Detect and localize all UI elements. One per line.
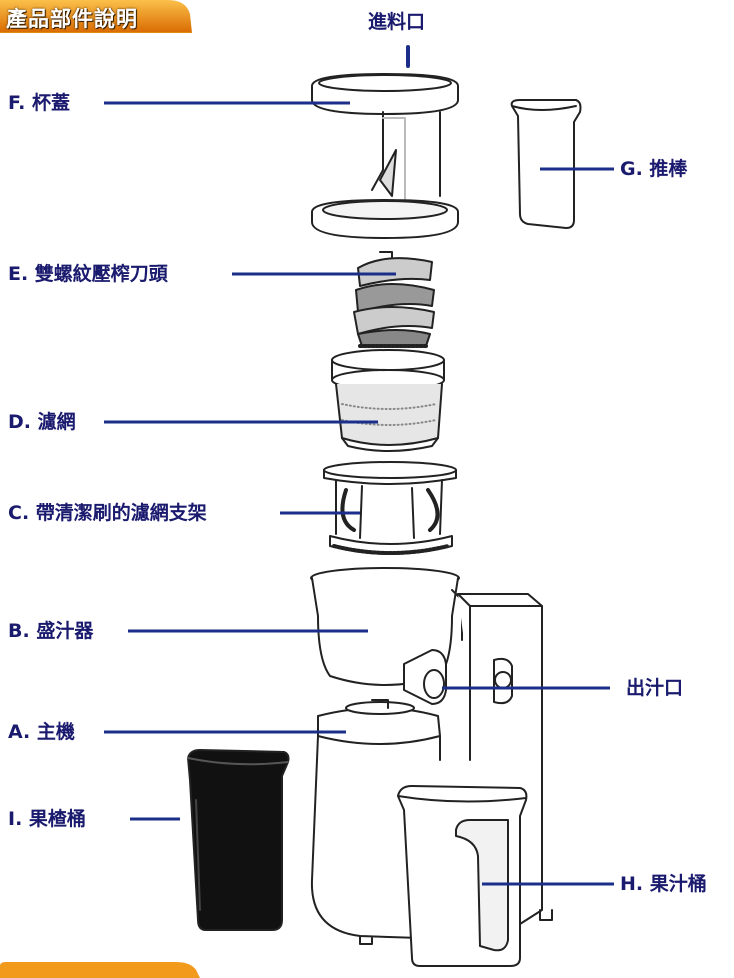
label-part-H: H. 果汁桶 <box>620 873 707 895</box>
label-part-G: G. 推棒 <box>620 158 688 180</box>
label-part-D: D. 濾網 <box>8 411 76 433</box>
brush-holder-part <box>323 461 457 555</box>
label-part-F: F. 杯蓋 <box>8 92 71 114</box>
label-part-A: A. 主機 <box>8 721 75 743</box>
label-part-I: I. 果楂桶 <box>8 808 86 830</box>
header-tab <box>0 0 192 33</box>
feed-inlet-label: 進料口 <box>368 11 426 33</box>
strainer-part <box>331 349 445 452</box>
lid-part <box>311 73 459 239</box>
label-part-C: C. 帶清潔刷的濾網支架 <box>8 502 207 524</box>
juice-cup-part <box>397 785 528 967</box>
pusher-part <box>510 99 582 229</box>
page-title: 產品部件說明 <box>6 7 138 31</box>
label-part-B: B. 盛汁器 <box>8 620 94 642</box>
label-part-E: E. 雙螺紋壓榨刀頭 <box>8 263 168 285</box>
label-outlet: 出汁口 <box>626 677 684 699</box>
pulp-container-part <box>187 749 290 931</box>
auger-part <box>353 251 435 348</box>
next-section-tab <box>0 962 200 978</box>
